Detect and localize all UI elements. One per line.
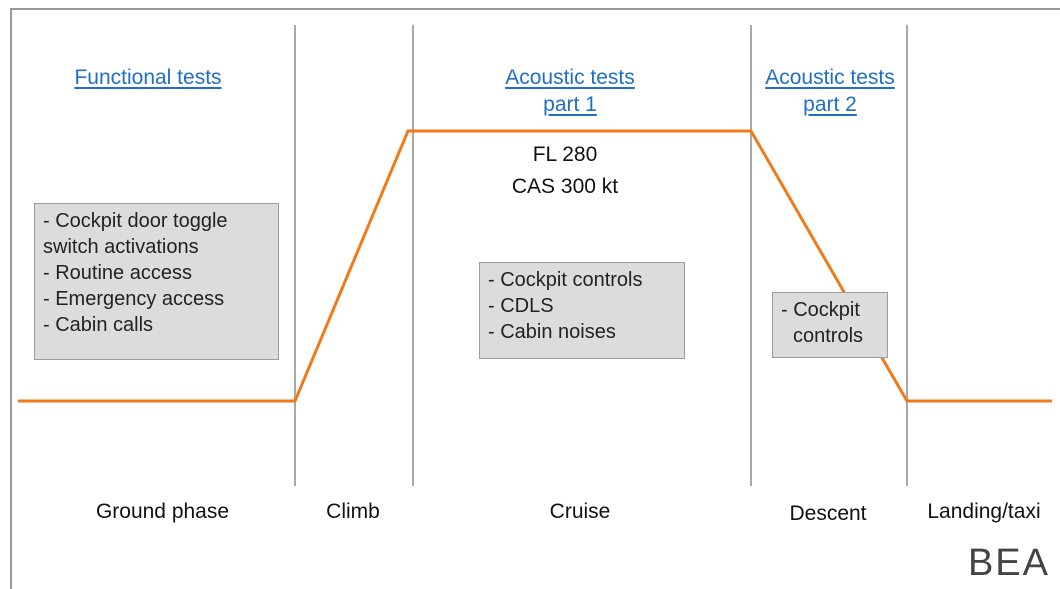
phase-label-ground: Ground phase [95, 500, 230, 523]
functional-tests-title: Functional tests [74, 66, 222, 89]
cruise-tests-box: - Cockpit controls - CDLS - Cabin noises [479, 262, 685, 359]
descent-tests-box: - Cockpit controls [772, 292, 888, 358]
cruise-parameters: FL 280 CAS 300 kt [480, 139, 650, 203]
bea-logo: BEA [967, 542, 1050, 584]
phase-label-landing: Landing/taxi [927, 500, 1041, 523]
phase-label-climb: Climb [326, 500, 380, 523]
flight-level-text: FL 280 [532, 143, 598, 166]
acoustic-tests-part2-title: Acoustic tests part 2 [765, 66, 895, 116]
diagram-frame [10, 8, 1060, 589]
ground-tests-box: - Cockpit door toggle switch activations… [34, 203, 279, 360]
phase-label-cruise: Cruise [549, 500, 611, 523]
acoustic-tests-part1-title: Acoustic tests part 1 [505, 66, 635, 116]
airspeed-text: CAS 300 kt [511, 175, 619, 198]
altitude-profile-line [18, 129, 1052, 403]
phase-label-descent: Descent [789, 502, 867, 525]
